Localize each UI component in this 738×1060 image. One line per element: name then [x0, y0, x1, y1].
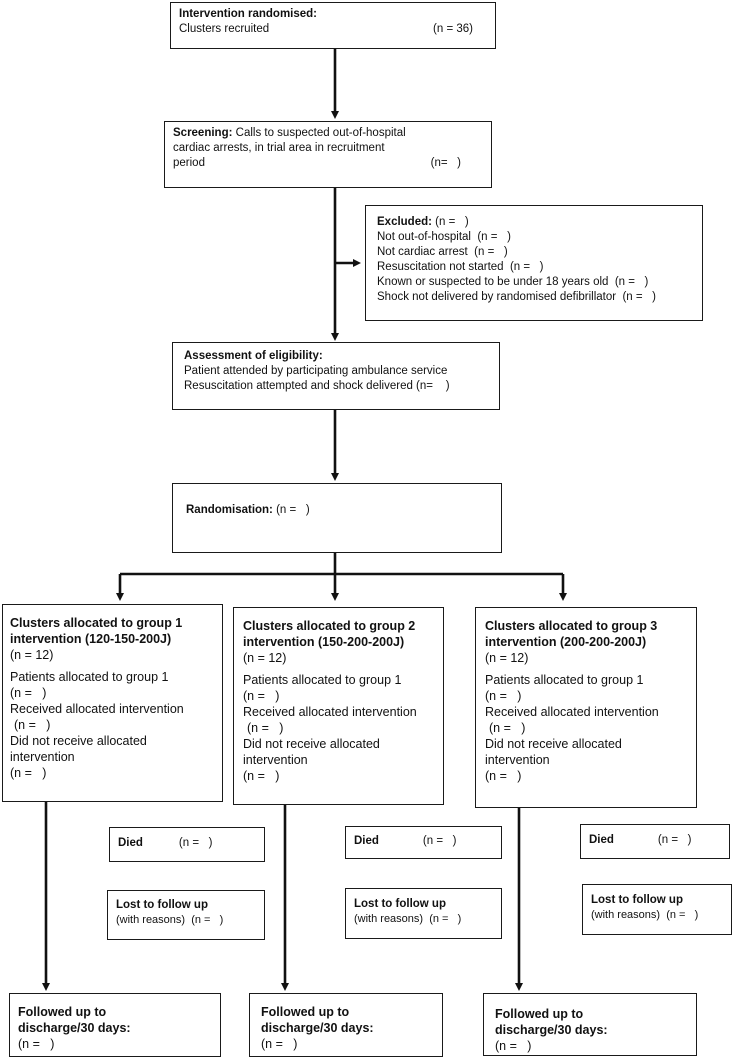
- died-label: Died: [589, 834, 614, 846]
- group-received: Received allocated intervention: [485, 705, 659, 719]
- group-received-count: (n = ): [247, 721, 284, 735]
- lost-count: (with reasons) (n = ): [354, 913, 462, 925]
- intervention-count: (n = 36): [433, 23, 473, 35]
- screening-line2: cardiac arrests, in trial area in recrui…: [173, 142, 385, 154]
- group-clusters-count: (n = 12): [243, 651, 287, 665]
- followup-label-2: discharge/30 days:: [495, 1023, 608, 1037]
- randomisation-box: Randomisation: (n = ): [172, 483, 502, 553]
- screening-box: Screening: Calls to suspected out-of-hos…: [164, 121, 492, 188]
- followup-count: (n = ): [495, 1039, 532, 1053]
- group-patients: Patients allocated to group 1: [485, 673, 644, 687]
- screening-count: (n= ): [430, 157, 461, 169]
- excluded-item: Not out-of-hospital (n = ): [377, 231, 511, 243]
- lost-count: (with reasons) (n = ): [116, 914, 224, 926]
- excluded-item: Resuscitation not started (n = ): [377, 261, 544, 273]
- screening-title: Screening:: [173, 127, 233, 139]
- followup-box-group1: Followed up to discharge/30 days: (n = ): [9, 993, 221, 1057]
- group-title: Clusters allocated to group 3: [485, 619, 658, 633]
- excluded-item: Known or suspected to be under 18 years …: [377, 276, 649, 288]
- followup-label: Followed up to: [18, 1005, 107, 1019]
- group-patients-count: (n = ): [485, 689, 522, 703]
- excluded-count: (n = ): [435, 216, 469, 228]
- lost-box-group1: Lost to follow up (with reasons) (n = ): [107, 890, 265, 940]
- group-not-received-count: (n = ): [485, 769, 522, 783]
- group-not-received-2: intervention: [243, 753, 308, 767]
- followup-label-2: discharge/30 days:: [18, 1021, 131, 1035]
- died-box-group2: Died (n = ): [345, 826, 502, 859]
- group-title: Clusters allocated to group 1: [10, 616, 183, 630]
- group-not-received: Did not receive allocated: [485, 737, 622, 751]
- group-patients-count: (n = ): [10, 686, 47, 700]
- excluded-title: Excluded:: [377, 216, 432, 228]
- died-label: Died: [354, 835, 379, 847]
- died-count: (n = ): [422, 835, 457, 847]
- followup-count: (n = ): [18, 1037, 55, 1051]
- eligibility-line2: Resuscitation attempted and shock delive…: [184, 380, 450, 392]
- group1-box: Clusters allocated to group 1 interventi…: [2, 604, 223, 802]
- group-not-received-count: (n = ): [10, 766, 47, 780]
- excluded-item: Not cardiac arrest (n = ): [377, 246, 508, 258]
- screening-line1: Calls to suspected out-of-hospital: [235, 127, 406, 139]
- intervention-title: Intervention randomised:: [179, 8, 318, 20]
- lost-count: (with reasons) (n = ): [591, 909, 699, 921]
- group-title-intervention: intervention (150-200-200J): [243, 635, 405, 649]
- lost-label: Lost to follow up: [591, 894, 683, 906]
- intervention-box: Intervention randomised: Clusters recrui…: [170, 2, 496, 49]
- died-count: (n = ): [178, 837, 213, 849]
- group-received: Received allocated intervention: [243, 705, 417, 719]
- followup-box-group2: Followed up to discharge/30 days: (n = ): [249, 993, 443, 1057]
- group-not-received-2: intervention: [485, 753, 550, 767]
- followup-count: (n = ): [261, 1037, 298, 1051]
- eligibility-box: Assessment of eligibility: Patient atten…: [172, 342, 500, 410]
- group-clusters-count: (n = 12): [485, 651, 529, 665]
- eligibility-title: Assessment of eligibility:: [184, 350, 323, 362]
- excluded-box: Excluded: (n = ) Not out-of-hospital (n …: [365, 205, 703, 321]
- died-count: (n = ): [657, 834, 692, 846]
- lost-box-group3: Lost to follow up (with reasons) (n = ): [582, 884, 732, 935]
- group-received-count: (n = ): [489, 721, 526, 735]
- group-patients-count: (n = ): [243, 689, 280, 703]
- group-not-received-count: (n = ): [243, 769, 280, 783]
- group2-box: Clusters allocated to group 2 interventi…: [233, 607, 444, 805]
- intervention-label: Clusters recruited: [179, 23, 270, 35]
- randomisation-title: Randomisation:: [186, 504, 273, 516]
- followup-label: Followed up to: [495, 1007, 584, 1021]
- followup-label-2: discharge/30 days:: [261, 1021, 374, 1035]
- lost-box-group2: Lost to follow up (with reasons) (n = ): [345, 888, 502, 939]
- died-label: Died: [118, 837, 143, 849]
- group-not-received: Did not receive allocated: [10, 734, 147, 748]
- group-clusters-count: (n = 12): [10, 648, 54, 662]
- followup-box-group3: Followed up to discharge/30 days: (n = ): [483, 993, 697, 1056]
- group-received: Received allocated intervention: [10, 702, 184, 716]
- randomisation-count: (n = ): [276, 504, 310, 516]
- excluded-item: Shock not delivered by randomised defibr…: [377, 291, 657, 303]
- eligibility-line1: Patient attended by participating ambula…: [184, 365, 448, 377]
- died-box-group3: Died (n = ): [580, 824, 730, 859]
- lost-label: Lost to follow up: [116, 899, 208, 911]
- followup-label: Followed up to: [261, 1005, 350, 1019]
- died-box-group1: Died (n = ): [109, 827, 265, 862]
- group-title: Clusters allocated to group 2: [243, 619, 416, 633]
- group-not-received-2: intervention: [10, 750, 75, 764]
- screening-line3: period: [173, 157, 205, 169]
- group-not-received: Did not receive allocated: [243, 737, 380, 751]
- lost-label: Lost to follow up: [354, 898, 446, 910]
- group-title-intervention: intervention (120-150-200J): [10, 632, 172, 646]
- group-patients: Patients allocated to group 1: [243, 673, 402, 687]
- group3-box: Clusters allocated to group 3 interventi…: [475, 607, 697, 808]
- group-title-intervention: intervention (200-200-200J): [485, 635, 647, 649]
- group-received-count: (n = ): [14, 718, 51, 732]
- group-patients: Patients allocated to group 1: [10, 670, 169, 684]
